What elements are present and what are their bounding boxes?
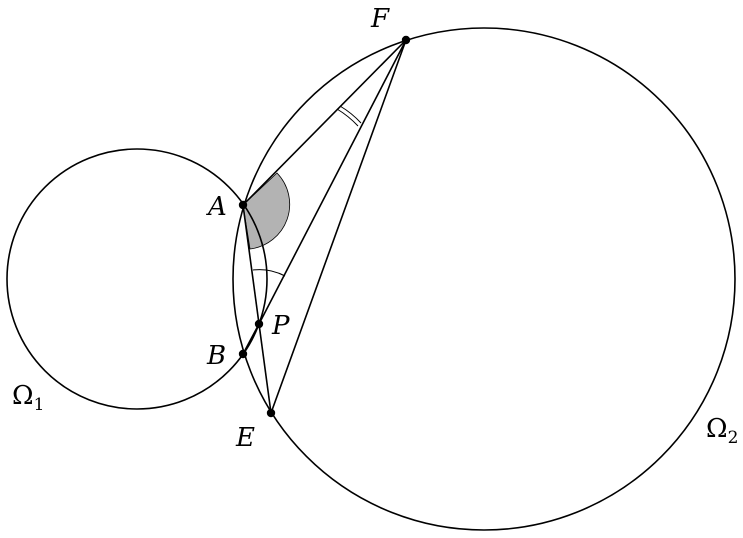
label-omega-1-subscript: 1 — [34, 395, 45, 415]
label-omega-2-symbol: Ω — [706, 414, 728, 444]
circle-omega-1 — [6, 148, 268, 410]
point-f — [401, 35, 411, 45]
angle-mark-at-f-outer — [336, 108, 359, 127]
point-p — [254, 319, 264, 329]
label-omega-1: Ω1 — [12, 381, 44, 415]
segment-af — [242, 39, 407, 206]
shaded-angle-at-a — [242, 172, 291, 250]
label-omega-2-subscript: 2 — [728, 428, 739, 448]
angle-mark-at-p — [252, 269, 286, 277]
point-e — [266, 408, 276, 418]
segment-fe — [270, 39, 407, 414]
segment-fp — [258, 39, 407, 325]
label-f: F — [370, 4, 390, 34]
label-omega-1-symbol: Ω — [12, 381, 34, 411]
segment-ae — [242, 204, 272, 414]
segment-pb — [242, 323, 260, 355]
label-omega-2: Ω2 — [706, 414, 738, 448]
label-p: P — [271, 311, 290, 341]
angle-mark-at-f-inner — [339, 105, 362, 124]
label-b: B — [206, 341, 226, 371]
point-a — [238, 200, 248, 210]
point-b — [238, 349, 248, 359]
label-a: A — [206, 192, 227, 222]
label-e: E — [235, 423, 255, 453]
circle-omega-2 — [232, 27, 736, 531]
